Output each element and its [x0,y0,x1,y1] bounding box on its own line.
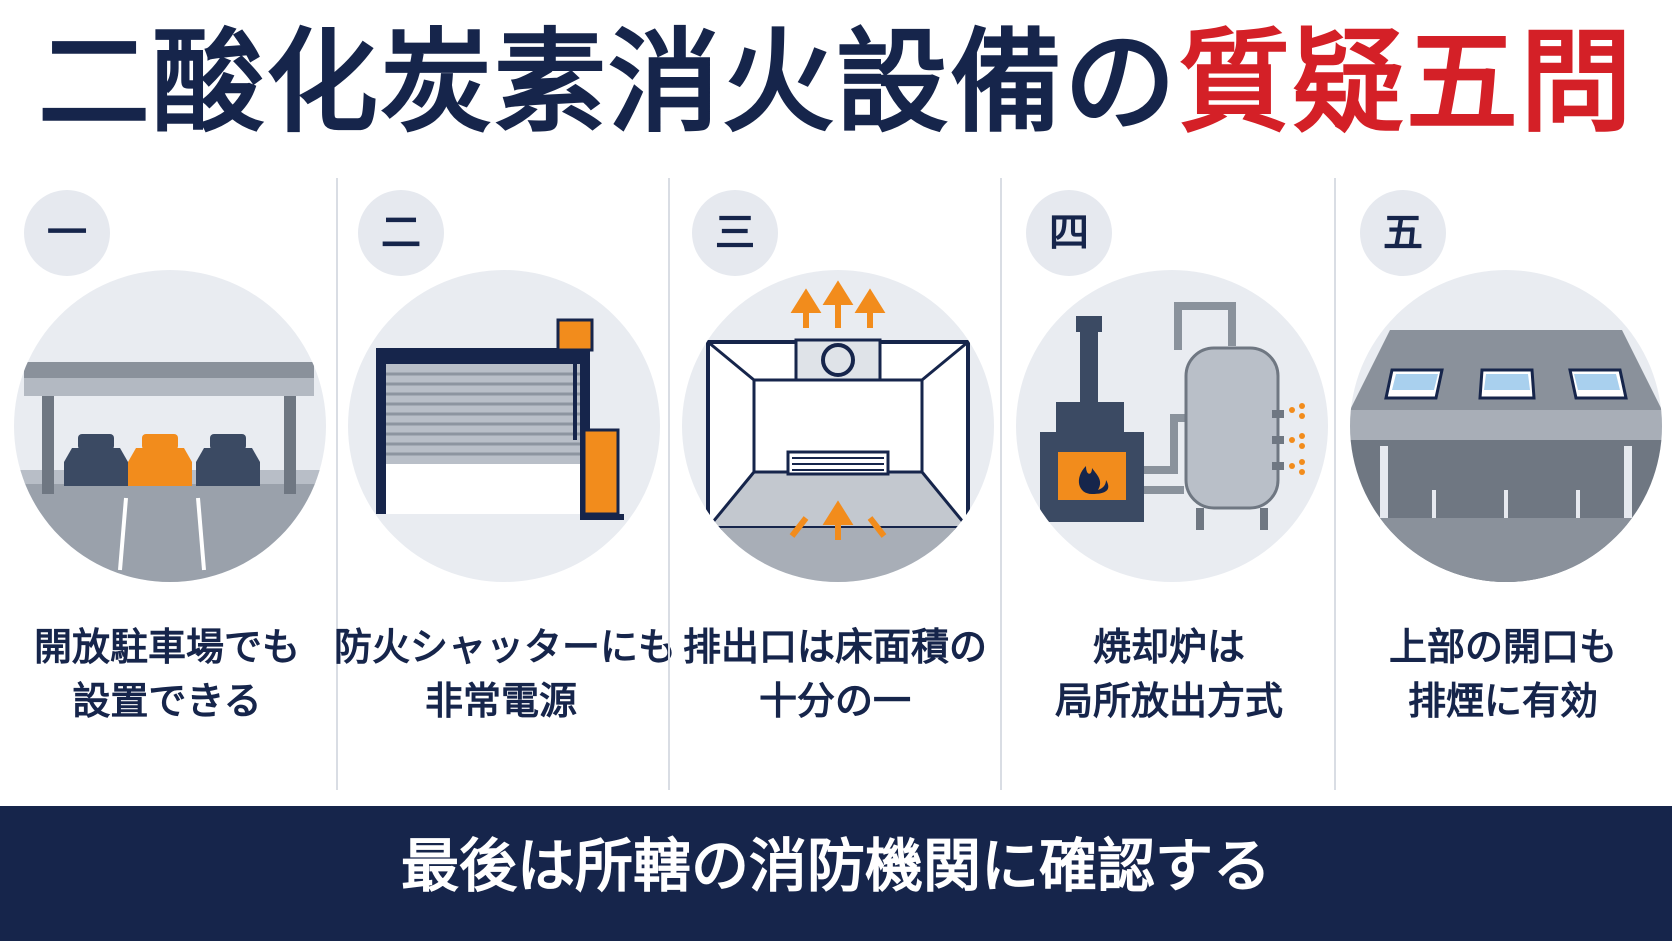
panel-1: 一 開放駐車場でも 設置できる [0,178,334,790]
panel-number-badge: 四 [1026,190,1112,276]
panel-caption: 上部の開口も 排煙に有効 [1336,620,1670,728]
title-main: 二酸化炭素消火設備の [38,18,1178,148]
caption-line-2: 非常電源 [424,679,577,723]
caption-line-1: 防火シャッターにも [334,625,677,669]
page-title: 二酸化炭素消火設備の質疑五問 [0,18,1672,148]
panel-2: 二 防火シャッターにも [334,178,677,790]
panel-number-badge: 二 [358,190,444,276]
panel-divider [1000,178,1002,790]
panel-number-badge: 一 [24,190,110,276]
caption-line-2: 局所放出方式 [1054,679,1283,723]
caption-line-1: 焼却炉は [1092,625,1245,669]
caption-line-1: 上部の開口も [1388,625,1617,669]
footer-banner: 最後は所轄の消防機関に確認する [0,806,1672,941]
panel-divider [336,178,338,790]
panel-row: 一 開放駐車場でも 設置できる 二 [0,178,1672,790]
panel-divider [668,178,670,790]
incinerator-icon [1016,270,1328,582]
caption-line-2: 設置できる [72,679,262,723]
panel-caption: 防火シャッターにも 非常電源 [334,620,677,728]
panel-4: 四 [1002,178,1336,790]
panel-5: 五 上部の開口も 排煙に有効 [1336,178,1670,790]
panel-caption: 排出口は床面積の 十分の一 [668,620,1002,728]
roof-opening-icon [1350,270,1662,582]
exhaust-vent-icon [682,270,994,582]
fire-shutter-icon [348,270,660,582]
open-parking-icon [14,270,326,582]
panel-3: 三 [668,178,1002,790]
panel-number-badge: 五 [1360,190,1446,276]
caption-line-2: 排煙に有効 [1407,679,1598,723]
panel-divider [1334,178,1336,790]
panel-caption: 開放駐車場でも 設置できる [0,620,334,728]
caption-line-1: 排出口は床面積の [682,625,987,669]
caption-line-1: 開放駐車場でも [33,625,300,669]
caption-line-2: 十分の一 [758,679,911,723]
panel-number-badge: 三 [692,190,778,276]
title-accent: 質疑五問 [1178,18,1634,148]
panel-caption: 焼却炉は 局所放出方式 [1002,620,1336,728]
